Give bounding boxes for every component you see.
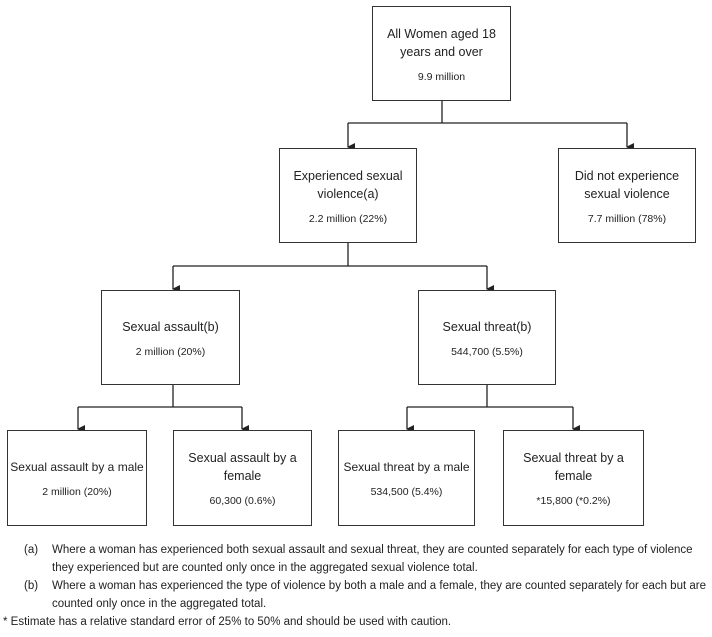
- footnote-star: * Estimate has a relative standard error…: [3, 616, 452, 628]
- connector-experienced: [173, 242, 487, 267]
- node-assault: Sexual assault(b) 2 million (20%): [101, 290, 240, 385]
- footnote-label: (b): [24, 580, 39, 592]
- footnote-label: (a): [24, 544, 39, 556]
- node-title: Sexual threat(b): [442, 319, 532, 334]
- node-value: 2.2 million (22%): [308, 212, 388, 225]
- node-title: Experienced sexual violence(a): [293, 168, 403, 201]
- node-value: 9.9 million: [417, 70, 466, 83]
- node-title: Sexual threat by a male: [343, 460, 470, 474]
- footnote-text: Where a woman has experienced both sexua…: [52, 544, 693, 574]
- node-threat: Sexual threat(b) 544,700 (5.5%): [418, 290, 556, 385]
- node-root: All Women aged 18 years and over 9.9 mil…: [372, 6, 511, 101]
- connector-assault: [78, 384, 242, 408]
- node-value: 2 million (20%): [42, 486, 112, 498]
- node-value: 60,300 (0.6%): [209, 495, 276, 507]
- connector-root: [348, 100, 627, 124]
- node-not-experienced: Did not experience sexual violence 7.7 m…: [558, 148, 696, 243]
- node-assault-male: Sexual assault by a male 2 million (20%): [7, 430, 147, 526]
- node-threat-male: Sexual threat by a male 534,500 (5.4%): [338, 430, 475, 526]
- node-assault-female: Sexual assault by a female 60,300 (0.6%): [173, 430, 312, 526]
- node-value: 7.7 million (78%): [587, 212, 667, 225]
- node-value: *15,800 (*0.2%): [536, 495, 611, 507]
- node-value: 534,500 (5.4%): [370, 486, 443, 498]
- node-value: 544,700 (5.5%): [451, 345, 523, 358]
- node-title: All Women aged 18 years and over: [387, 26, 496, 59]
- node-title: Sexual threat by a female: [523, 451, 624, 483]
- connector-threat: [407, 384, 573, 408]
- node-value: 2 million (20%): [135, 345, 206, 358]
- footnote-text: Where a woman has experienced the type o…: [52, 580, 706, 610]
- node-threat-female: Sexual threat by a female *15,800 (*0.2%…: [503, 430, 644, 526]
- node-title: Did not experience sexual violence: [574, 168, 680, 201]
- node-title: Sexual assault by a male: [10, 460, 144, 474]
- node-experienced: Experienced sexual violence(a) 2.2 milli…: [279, 148, 417, 243]
- node-title: Sexual assault by a female: [188, 451, 297, 483]
- node-title: Sexual assault(b): [122, 319, 219, 334]
